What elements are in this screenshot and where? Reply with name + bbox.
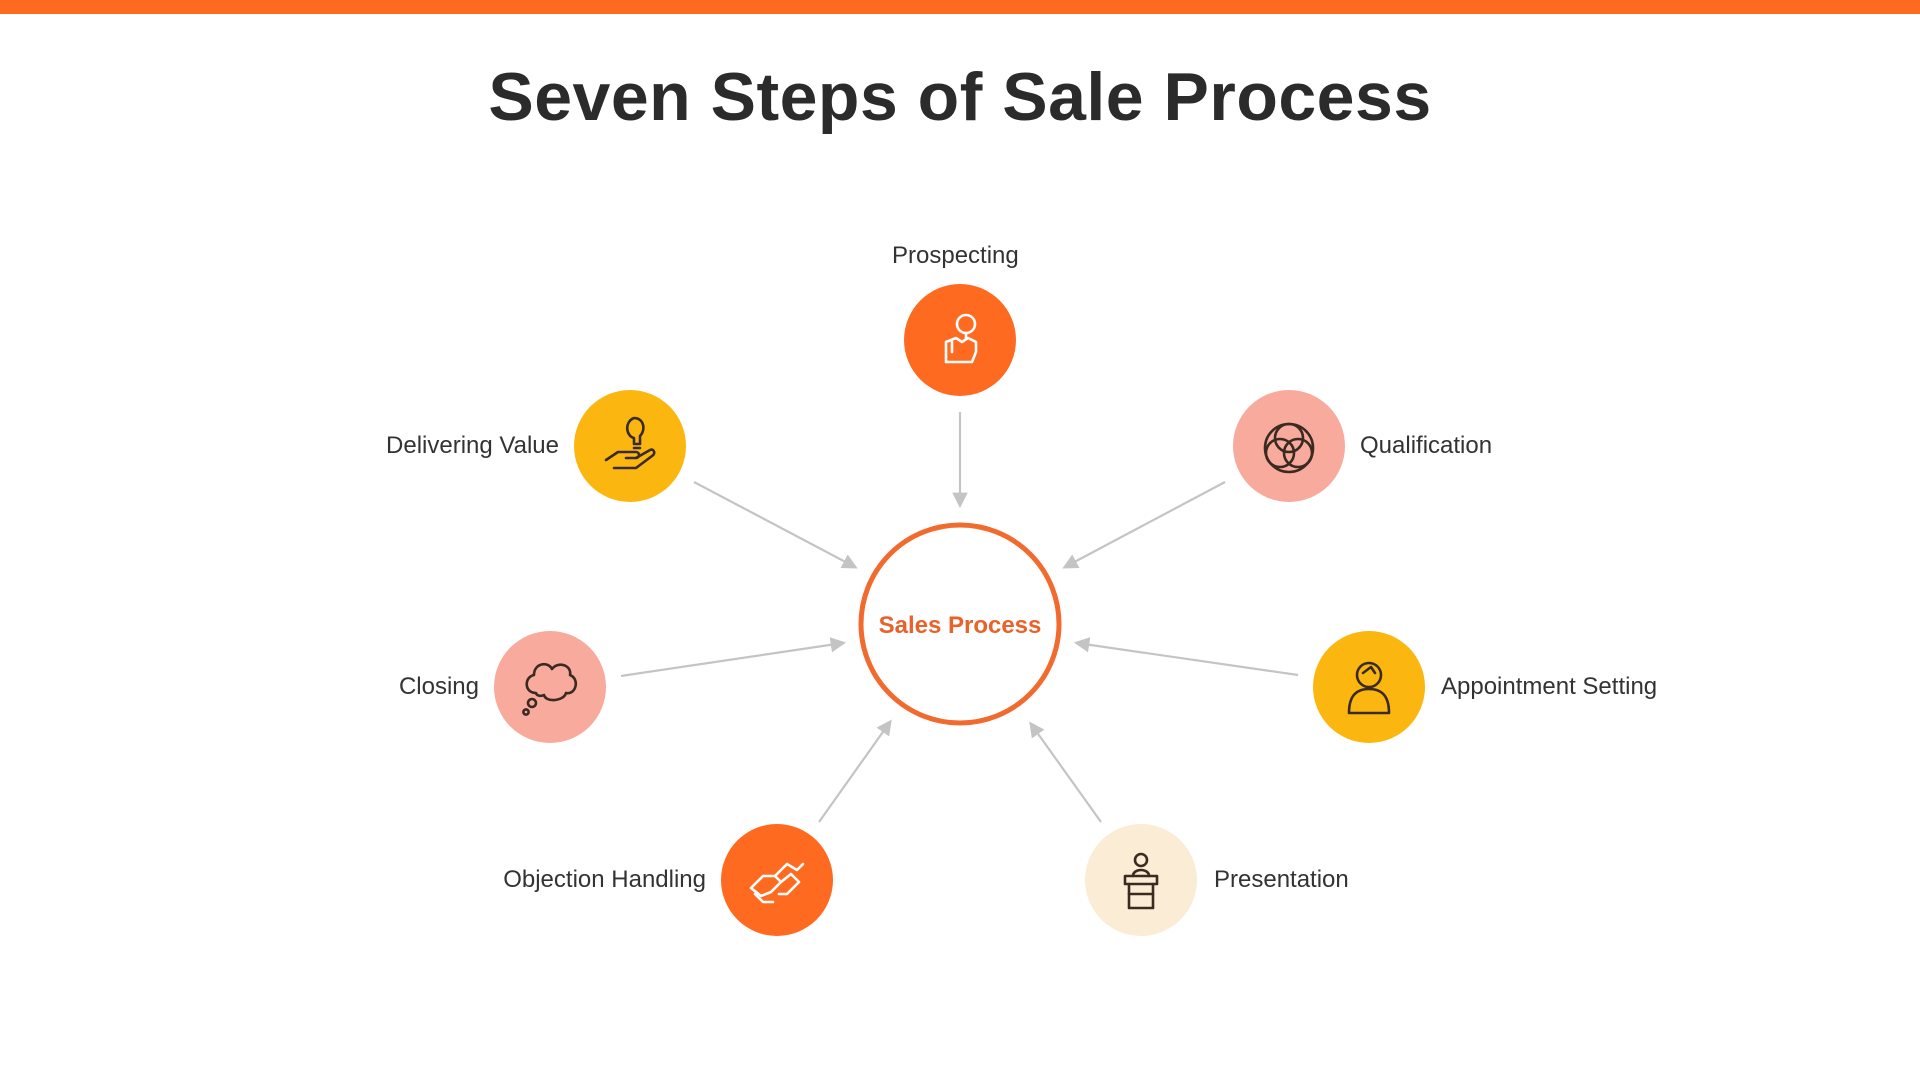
person-icon (1347, 661, 1391, 715)
step-label-prospecting: Prospecting (892, 242, 1019, 269)
venn-diagram-icon (1263, 422, 1315, 474)
step-label-appointment-setting: Appointment Setting (1441, 673, 1658, 700)
center-hub: Sales Process (858, 522, 1062, 726)
lightbulb-hand-icon (604, 416, 656, 470)
step-label-closing: Closing (398, 673, 479, 700)
arrow-delivering-value (693, 481, 858, 569)
center-label: Sales Process (879, 612, 1042, 639)
step-node-prospecting (904, 284, 1016, 396)
step-label-objection-handling: Objection Handling (503, 866, 706, 893)
step-circle (721, 824, 833, 936)
step-circle (574, 390, 686, 502)
step-node-appointment-setting (1313, 631, 1425, 743)
arrow-objection-handling (818, 719, 892, 823)
arrow-closing (620, 637, 847, 678)
handshake-icon (749, 862, 805, 904)
step-label-presentation: Presentation (1214, 866, 1349, 893)
thought-bubble-icon (522, 662, 578, 716)
arrow-qualification (1062, 481, 1226, 569)
arrow-presentation (1029, 721, 1102, 823)
step-circle (1085, 824, 1197, 936)
center-ring (858, 522, 1062, 726)
top-accent-bar (0, 0, 1920, 14)
step-circle (1233, 390, 1345, 502)
connector-arrows (620, 412, 1299, 823)
step-circle (494, 631, 606, 743)
step-node-qualification (1233, 390, 1345, 502)
step-node-delivering-value (574, 390, 686, 502)
page-title: Seven Steps of Sale Process (488, 59, 1432, 135)
arrow-appointment-setting (1073, 637, 1299, 677)
magnifier-hand-icon (944, 313, 978, 364)
step-label-qualification: Qualification (1360, 432, 1493, 459)
speaker-podium-icon (1123, 852, 1159, 910)
step-label-delivering-value: Delivering Value (386, 432, 559, 459)
step-node-closing (494, 631, 606, 743)
step-node-presentation (1085, 824, 1197, 936)
step-node-objection-handling (721, 824, 833, 936)
